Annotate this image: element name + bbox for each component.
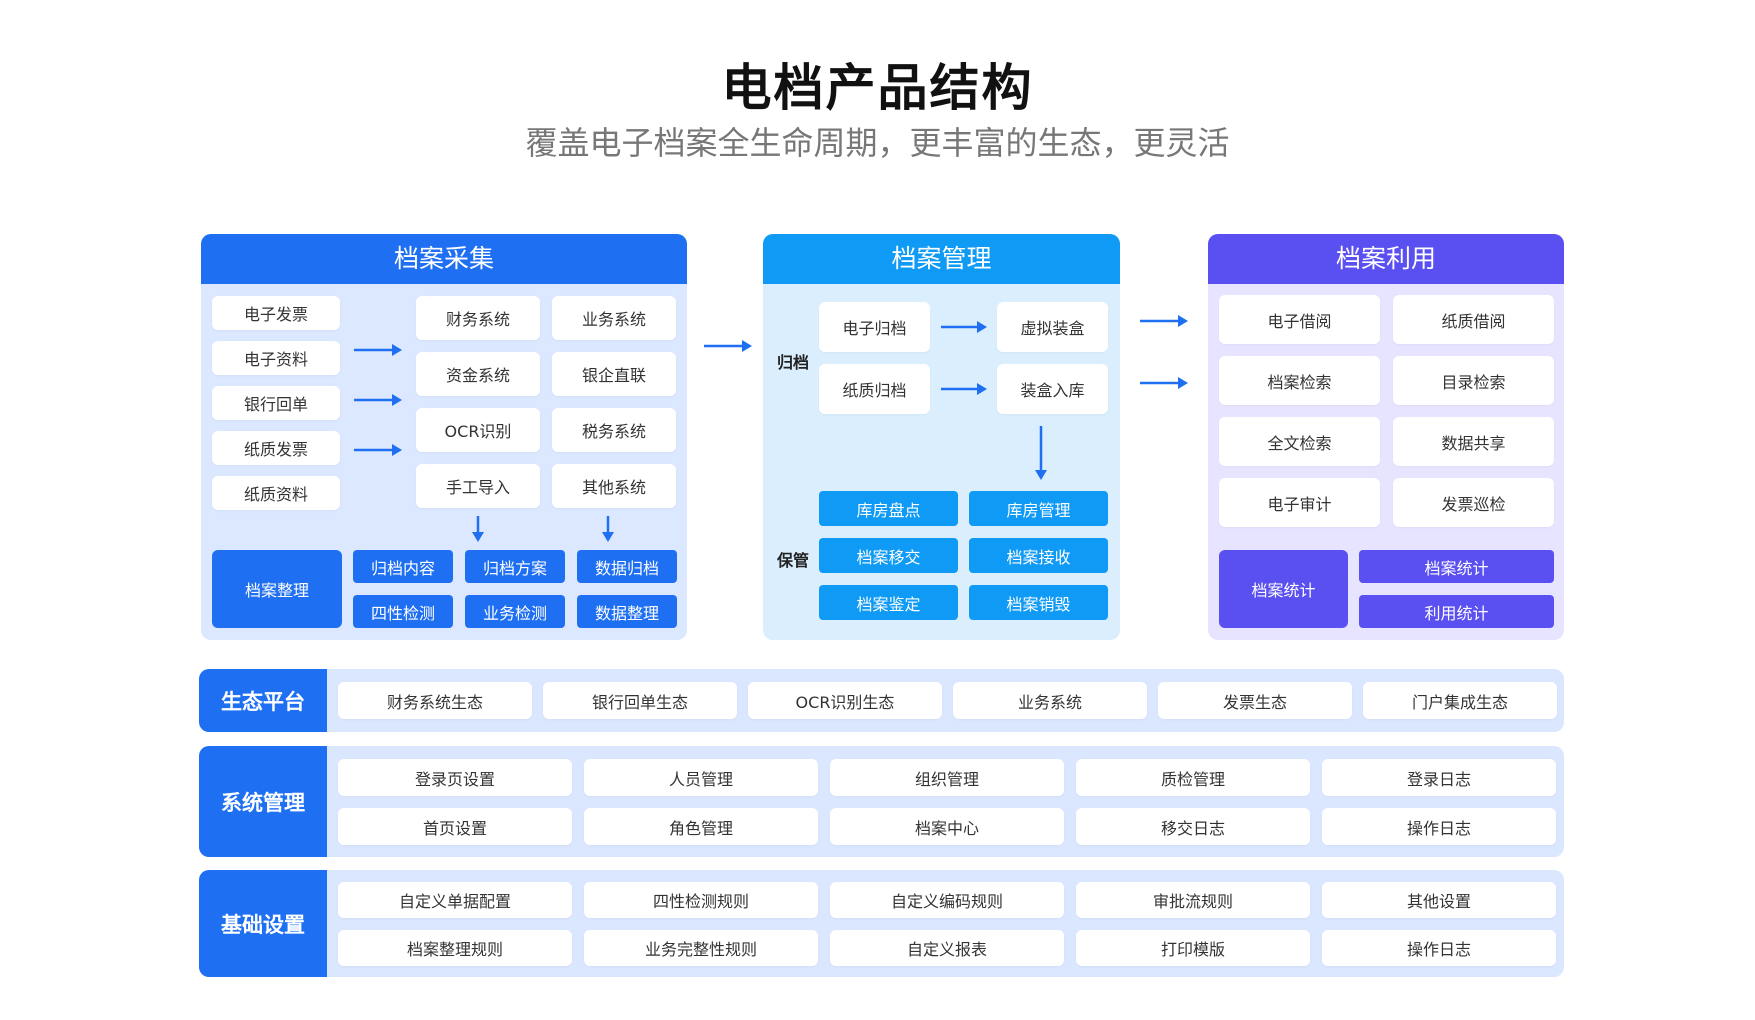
archive-item: 纸质归档 [819, 364, 930, 414]
source-item: 电子发票 [212, 296, 340, 330]
use-panel-title: 档案利用 [1208, 234, 1564, 284]
arrow-down-icon [602, 516, 614, 542]
arrow-right-icon [1140, 377, 1188, 389]
system-item: 税务系统 [552, 408, 676, 452]
keep-item: 档案销毁 [969, 585, 1108, 620]
source-item: 纸质资料 [212, 476, 340, 510]
arrow-right-icon [704, 340, 752, 352]
organize-item: 四性检测 [353, 595, 453, 628]
archive-item: 装盒入库 [997, 364, 1108, 414]
sys-item: 质检管理 [1076, 759, 1310, 796]
organize-item: 归档方案 [465, 550, 565, 583]
keep-label: 保管 [777, 551, 810, 570]
use-item: 数据共享 [1393, 417, 1554, 466]
eco-item: 门户集成生态 [1363, 682, 1557, 719]
organize-item: 业务检测 [465, 595, 565, 628]
base-item: 审批流规则 [1076, 882, 1310, 918]
eco-item: 银行回单生态 [543, 682, 737, 719]
arrow-right-icon [354, 444, 402, 456]
keep-item: 档案接收 [969, 538, 1108, 573]
stats-item: 利用统计 [1359, 595, 1554, 628]
source-item: 纸质发票 [212, 431, 340, 465]
collect-panel-title: 档案采集 [201, 234, 687, 284]
organize-label: 档案整理 [212, 550, 342, 628]
base-item: 打印模版 [1076, 930, 1310, 966]
use-item: 电子审计 [1219, 478, 1380, 527]
sys-band: 系统管理 登录页设置 人员管理 组织管理 质检管理 登录日志 首页设置 角色管理… [199, 746, 1564, 857]
eco-item: 财务系统生态 [338, 682, 532, 719]
base-item: 档案整理规则 [338, 930, 572, 966]
stats-item: 档案统计 [1359, 550, 1554, 583]
eco-band-label: 生态平台 [199, 669, 327, 732]
base-item: 自定义单据配置 [338, 882, 572, 918]
system-item: 其他系统 [552, 464, 676, 508]
arrow-right-icon [941, 321, 987, 333]
keep-item: 库房盘点 [819, 491, 958, 526]
system-item: 资金系统 [416, 352, 540, 396]
collect-panel: 档案采集 电子发票 电子资料 银行回单 纸质发票 纸质资料 财务系统 业务系统 … [201, 234, 687, 640]
page-subtitle: 覆盖电子档案全生命周期，更丰富的生态，更灵活 [525, 124, 1230, 162]
base-item: 四性检测规则 [584, 882, 818, 918]
system-item: OCR识别 [416, 408, 540, 452]
archive-item: 虚拟装盒 [997, 302, 1108, 352]
eco-band: 生态平台 财务系统生态 银行回单生态 OCR识别生态 业务系统 发票生态 门户集… [199, 669, 1564, 732]
source-item: 电子资料 [212, 341, 340, 375]
organize-item: 归档内容 [353, 550, 453, 583]
stats-label: 档案统计 [1219, 550, 1348, 628]
arrow-down-icon [472, 516, 484, 542]
use-item: 纸质借阅 [1393, 295, 1554, 344]
sys-item: 操作日志 [1322, 808, 1556, 845]
base-item: 业务完整性规则 [584, 930, 818, 966]
manage-panel-title: 档案管理 [763, 234, 1120, 284]
keep-item: 库房管理 [969, 491, 1108, 526]
system-item: 手工导入 [416, 464, 540, 508]
system-item: 财务系统 [416, 296, 540, 340]
base-item: 自定义编码规则 [830, 882, 1064, 918]
archive-label: 归档 [777, 353, 810, 372]
use-item: 全文检索 [1219, 417, 1380, 466]
use-item: 目录检索 [1393, 356, 1554, 405]
base-band: 基础设置 自定义单据配置 四性检测规则 自定义编码规则 审批流规则 其他设置 档… [199, 870, 1564, 977]
base-item: 其他设置 [1322, 882, 1556, 918]
arrow-right-icon [941, 383, 987, 395]
use-panel: 档案利用 电子借阅 纸质借阅 档案检索 目录检索 全文检索 数据共享 电子审计 … [1208, 234, 1564, 640]
system-item: 银企直联 [552, 352, 676, 396]
eco-item: OCR识别生态 [748, 682, 942, 719]
use-item: 发票巡检 [1393, 478, 1554, 527]
arrow-down-icon [1035, 426, 1047, 480]
use-item: 档案检索 [1219, 356, 1380, 405]
archive-item: 电子归档 [819, 302, 930, 352]
source-item: 银行回单 [212, 386, 340, 420]
manage-panel: 档案管理 归档 电子归档 虚拟装盒 纸质归档 装盒入库 保管 库房盘点 库房管理… [763, 234, 1120, 640]
eco-item: 业务系统 [953, 682, 1147, 719]
sys-item: 角色管理 [584, 808, 818, 845]
sys-band-label: 系统管理 [199, 746, 327, 857]
sys-item: 档案中心 [830, 808, 1064, 845]
system-item: 业务系统 [552, 296, 676, 340]
arrow-right-icon [1140, 315, 1188, 327]
use-item: 电子借阅 [1219, 295, 1380, 344]
sys-item: 登录页设置 [338, 759, 572, 796]
sys-item: 组织管理 [830, 759, 1064, 796]
sys-item: 登录日志 [1322, 759, 1556, 796]
arrow-right-icon [354, 344, 402, 356]
keep-item: 档案鉴定 [819, 585, 958, 620]
organize-item: 数据归档 [577, 550, 677, 583]
sys-item: 移交日志 [1076, 808, 1310, 845]
keep-item: 档案移交 [819, 538, 958, 573]
eco-item: 发票生态 [1158, 682, 1352, 719]
base-item: 自定义报表 [830, 930, 1064, 966]
arrow-right-icon [354, 394, 402, 406]
sys-item: 人员管理 [584, 759, 818, 796]
base-item: 操作日志 [1322, 930, 1556, 966]
organize-item: 数据整理 [577, 595, 677, 628]
base-band-label: 基础设置 [199, 870, 327, 977]
page-title: 电档产品结构 [721, 59, 1034, 117]
sys-item: 首页设置 [338, 808, 572, 845]
